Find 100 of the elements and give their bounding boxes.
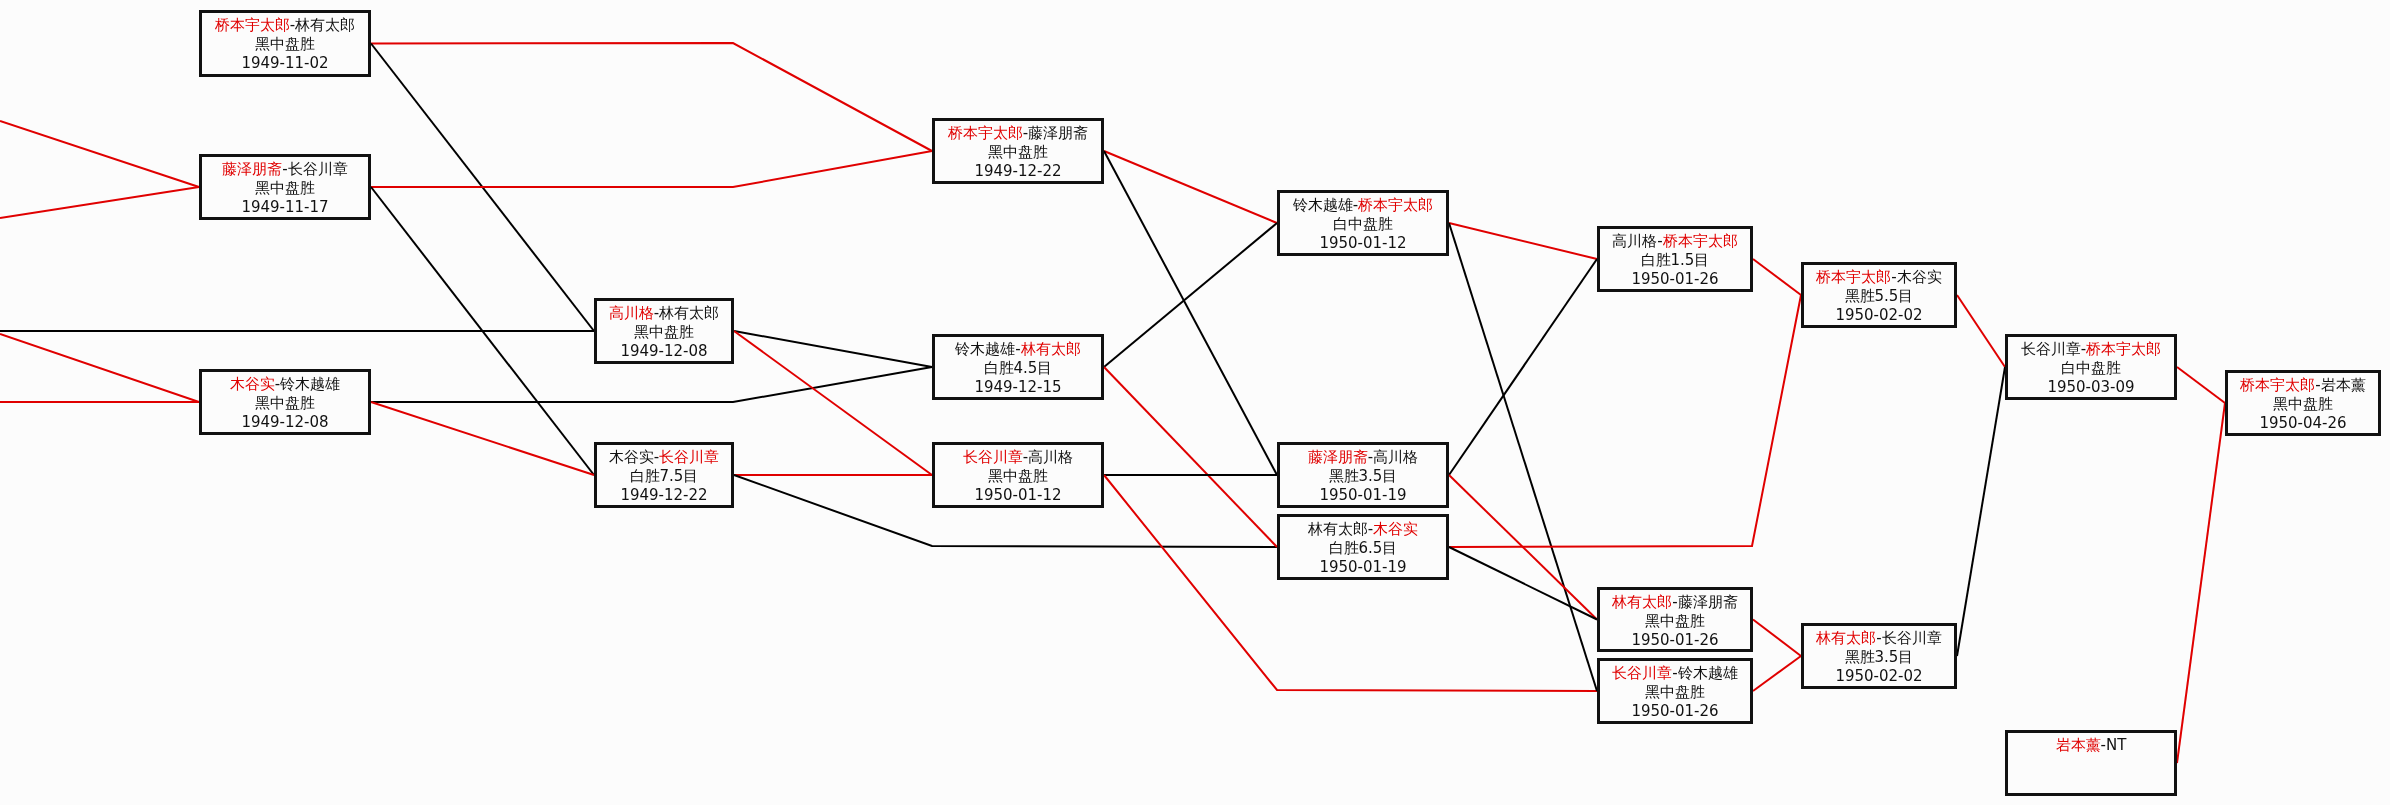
connector-line <box>1448 546 1598 621</box>
match-title: 藤泽朋斋-长谷川章 <box>222 160 348 179</box>
date-text: 1950-03-09 <box>2047 378 2135 397</box>
date-text: 1949-12-15 <box>974 378 1062 397</box>
connector-line <box>0 120 200 188</box>
connector-line <box>1448 222 1598 692</box>
connector-line <box>370 401 595 476</box>
result-text: 黑胜5.5目 <box>1844 287 1914 306</box>
result-text: 黑中盘胜 <box>255 35 315 54</box>
connector-line <box>1103 366 1278 548</box>
connector-line <box>1103 474 1278 476</box>
result-text: 白中盘胜 <box>1333 215 1393 234</box>
match-title: 木谷实-铃木越雄 <box>229 375 341 394</box>
connector-line <box>370 186 595 476</box>
match-box <box>199 154 371 220</box>
connector-line <box>1103 222 1278 368</box>
match-box <box>2005 334 2177 400</box>
result-text: 黑中盘胜 <box>255 179 315 198</box>
match-title: 铃木越雄-桥本宇太郎 <box>1292 196 1434 215</box>
connector-line <box>733 330 933 476</box>
connector-line <box>733 474 933 476</box>
match-box <box>1801 262 1957 328</box>
result-text: 黑胜3.5目 <box>1844 648 1914 667</box>
connector-line <box>0 333 200 403</box>
match-box <box>594 442 734 508</box>
match-title: 藤泽朋斋-高川格 <box>1307 448 1419 467</box>
match-title: 桥本宇太郎-林有太郎 <box>214 16 356 35</box>
connector-line <box>1448 474 1598 621</box>
date-text: 1950-01-12 <box>1319 234 1407 253</box>
connector-line <box>733 474 1278 548</box>
date-text: 1949-12-08 <box>241 413 329 432</box>
match-box <box>932 334 1104 400</box>
match-title: 高川格-林有太郎 <box>608 304 720 323</box>
connector-line <box>1448 258 1598 476</box>
match-box <box>1277 514 1449 580</box>
result-text: 黑胜3.5目 <box>1328 467 1398 486</box>
result-text: 白胜4.5目 <box>983 359 1053 378</box>
connector-line <box>1752 258 1802 296</box>
connector-line <box>1448 294 1802 548</box>
connector-line <box>1103 474 1598 692</box>
date-text: 1950-02-02 <box>1835 667 1923 686</box>
result-text: 白胜1.5目 <box>1640 251 1710 270</box>
date-text: 1950-04-26 <box>2259 414 2347 433</box>
match-box <box>2005 730 2177 796</box>
match-title: 林有太郎-木谷实 <box>1307 520 1419 539</box>
connector-line <box>370 42 595 332</box>
match-box <box>1277 190 1449 256</box>
match-box <box>932 118 1104 184</box>
connector-line <box>1752 618 1802 657</box>
date-text: 1949-12-08 <box>620 342 708 361</box>
date-text: 1950-01-19 <box>1319 486 1407 505</box>
date-text: 1949-11-17 <box>241 198 329 217</box>
result-text: 白胜7.5目 <box>629 467 699 486</box>
result-text: 黑中盘胜 <box>634 323 694 342</box>
date-text: 1950-01-12 <box>974 486 1062 505</box>
connector-line <box>2176 366 2226 404</box>
connector-line <box>2176 402 2226 764</box>
match-title: 桥本宇太郎-藤泽朋斋 <box>947 124 1089 143</box>
connector-line <box>370 150 933 188</box>
date-text: 1950-02-02 <box>1835 306 1923 325</box>
match-box <box>1597 658 1753 724</box>
match-box <box>932 442 1104 508</box>
match-box <box>2225 370 2381 436</box>
match-box <box>594 298 734 364</box>
match-box <box>199 10 371 77</box>
match-title: 铃木越雄-林有太郎 <box>955 340 1081 359</box>
match-title: 林有太郎-长谷川章 <box>1816 629 1942 648</box>
connector-line <box>1103 150 1278 476</box>
match-title: 长谷川章-桥本宇太郎 <box>2020 340 2162 359</box>
date-text: 1949-11-02 <box>241 54 329 73</box>
match-title: 高川格-桥本宇太郎 <box>1612 232 1738 251</box>
match-box <box>1801 623 1957 689</box>
connector-line <box>0 186 200 219</box>
match-box <box>1597 226 1753 292</box>
match-title: 桥本宇太郎-木谷实 <box>1816 268 1942 287</box>
connector-line <box>1956 294 2006 368</box>
match-title: 长谷川章-高川格 <box>962 448 1074 467</box>
connector-line <box>1103 150 1278 224</box>
result-text: 黑中盘胜 <box>2273 395 2333 414</box>
date-text: 1950-01-26 <box>1631 270 1719 289</box>
match-box <box>199 369 371 435</box>
match-title: 林有太郎-藤泽朋斋 <box>1612 593 1738 612</box>
date-text: 1950-01-26 <box>1631 631 1719 650</box>
match-box <box>1597 587 1753 652</box>
date-text: 1949-12-22 <box>974 162 1062 181</box>
date-text: 1950-01-26 <box>1631 702 1719 721</box>
match-title: 长谷川章-铃木越雄 <box>1612 664 1738 683</box>
connector-line <box>1956 366 2006 657</box>
date-text: 1950-01-19 <box>1319 558 1407 577</box>
result-text: 黑中盘胜 <box>255 394 315 413</box>
connector-line <box>370 42 933 152</box>
result-text: 黑中盘胜 <box>988 143 1048 162</box>
result-text: 黑中盘胜 <box>1645 683 1705 702</box>
result-text: 黑中盘胜 <box>988 467 1048 486</box>
date-text: 1949-12-22 <box>620 486 708 505</box>
result-text: 白中盘胜 <box>2061 359 2121 378</box>
connector-line <box>1752 655 1802 692</box>
match-box <box>1277 442 1449 508</box>
result-text: 白胜6.5目 <box>1328 539 1398 558</box>
result-text: 黑中盘胜 <box>1645 612 1705 631</box>
